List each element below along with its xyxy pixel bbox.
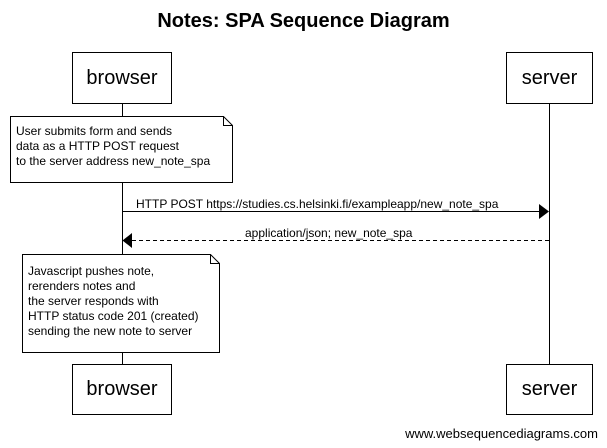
json-response-arrowhead: [122, 233, 132, 248]
note-javascript-push-line: sending the new note to server: [28, 324, 193, 338]
note-form-submit-outline: [10, 116, 233, 183]
participant-browser-bottom: browser: [72, 364, 172, 415]
post-message-arrowhead: [539, 204, 549, 219]
note-form-submit-line: User submits form and sends: [16, 124, 173, 138]
watermark-link[interactable]: www.websequencediagrams.com: [405, 426, 598, 441]
json-response-label: application/json; new_note_spa: [245, 226, 413, 240]
participant-browser-top-label: browser: [86, 66, 158, 89]
browser-lifeline: [122, 103, 123, 365]
post-message-label: HTTP POST https://studies.cs.helsinki.fi…: [136, 197, 499, 211]
server-lifeline: [549, 103, 550, 365]
note-javascript-push-line: Javascript pushes note,: [28, 264, 155, 278]
participant-browser-bottom-label: browser: [86, 378, 158, 400]
note-javascript-push: Javascript pushes note, rerenders notes …: [22, 254, 220, 353]
note-form-submit: User submits form and sends data as a HT…: [10, 116, 233, 183]
participant-server-bottom-label: server: [521, 378, 578, 400]
participant-browser-top: browser: [72, 52, 172, 104]
note-javascript-push-line: the server responds with: [28, 294, 159, 308]
participant-server-top-label: server: [521, 66, 578, 89]
note-javascript-push-line: HTTP status code 201 (created): [28, 309, 199, 323]
note-javascript-push-outline: [22, 254, 220, 353]
note-form-submit-line: to the server address new_note_spa: [16, 154, 211, 168]
note-form-submit-line: data as a HTTP POST request: [16, 139, 179, 153]
participant-server-bottom: server: [506, 364, 593, 415]
diagram-title: Notes: SPA Sequence Diagram: [157, 10, 450, 32]
note-javascript-push-line: rerenders notes and: [28, 279, 136, 293]
participant-server-top: server: [506, 52, 593, 104]
